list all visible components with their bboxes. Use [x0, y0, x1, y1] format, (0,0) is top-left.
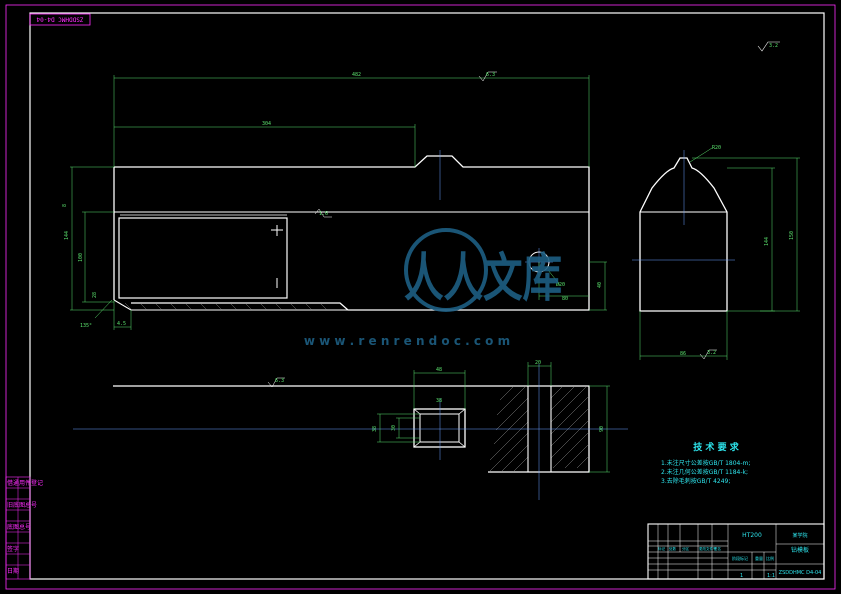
general-roughness-value: 3.2 — [769, 43, 778, 49]
side-table-label-5: 日期 — [7, 567, 19, 575]
side-table-label-3: 底图总号 — [7, 523, 31, 531]
tb-school: 某学院 — [792, 532, 807, 539]
front-view: 482 304 144 100 40 80 Ø20 135° 4.5 28 8 … — [62, 71, 607, 330]
dim-top-slot-h2: 30 — [391, 425, 397, 431]
side-table: 借通用件登记 旧底图总号 底图总号 签字 日期 — [5, 476, 43, 580]
tb-scale-label: 比例 — [766, 555, 774, 561]
tb-sheet: 1 — [740, 573, 743, 579]
dim-side-total: 150 — [789, 231, 795, 240]
side-view: 86 144 150 R20 3.2 — [632, 145, 800, 360]
tb-label-sign: 签名 — [714, 546, 721, 551]
dim-front-inner-h: 100 — [78, 253, 84, 262]
tech-req-item-1: 1.未注尺寸公差按GB/T 1804-m; — [661, 459, 750, 467]
title-block: 标记 处数 分区 更改文件号 签名 HT200 阶段标记 重量 比例 1:1 钻… — [647, 523, 825, 580]
roughness-side: 3.2 — [707, 350, 716, 356]
watermark-logo: 人人文库 — [404, 249, 562, 309]
dim-front-height: 144 — [64, 231, 70, 240]
technical-requirements: 技 术 要 求 1.未注尺寸公差按GB/T 1804-m; 2.未注几何公差按G… — [661, 441, 750, 485]
watermark: 人人文库 w w w . r e n r e n d o c . c o m — [304, 228, 562, 348]
side-table-label-1: 借通用件登记 — [7, 479, 43, 487]
tb-label-mark: 标记 — [658, 546, 666, 551]
dim-front-hole-pos: 80 — [562, 296, 568, 302]
side-table-label-2: 旧底图总号 — [7, 501, 37, 509]
tb-weight-label: 重量 — [755, 555, 763, 561]
tech-req-title: 技 术 要 求 — [693, 441, 739, 453]
side-table-label-4: 签字 — [7, 545, 19, 553]
inner-frame — [29, 12, 825, 580]
drawing-code-text: ZSDDHMC D4-04 — [36, 16, 83, 23]
dim-top-slot-w: 48 — [436, 367, 442, 373]
roughness-top-view: 6.3 — [275, 378, 284, 384]
dim-side-top: R20 — [712, 145, 721, 151]
dim-front-total: 482 — [352, 72, 361, 78]
roughness-front-top: 6.3 — [486, 72, 495, 78]
dim-front-small: 8 — [62, 204, 68, 207]
watermark-url: w w w . r e n r e n d o c . c o m — [304, 334, 510, 348]
dim-top-right: 20 — [535, 360, 541, 366]
dim-side-width: 86 — [680, 351, 686, 357]
drawing-code-box: ZSDDHMC D4-04 — [29, 13, 91, 26]
general-roughness-symbol: 3.2 — [757, 41, 780, 52]
tb-scale: 1:1 — [767, 573, 775, 579]
tb-stage-label: 阶段标记 — [732, 555, 748, 561]
tech-req-item-3: 3.去除毛刺按GB/T 4249; — [661, 477, 730, 485]
dim-front-angle: 135° — [80, 323, 92, 329]
roughness-front-slot: 1.6 — [319, 211, 328, 217]
tb-label-change: 更改文件号 — [699, 546, 717, 551]
tb-label-count: 处数 — [669, 546, 677, 551]
outer-border — [5, 4, 836, 590]
tb-material: HT200 — [742, 532, 762, 539]
tech-req-item-2: 2.未注几何公差按GB/T 1184-k; — [661, 468, 748, 476]
dim-side-height: 144 — [764, 237, 770, 246]
tb-part-name: 钻模板 — [791, 546, 809, 554]
dim-top-slot-h: 38 — [372, 426, 378, 432]
dim-top-height: 90 — [599, 426, 605, 432]
dim-top-slot-inner: 38 — [436, 398, 442, 404]
tb-label-zone: 分区 — [682, 546, 690, 551]
dim-front-partial: 304 — [262, 121, 271, 127]
top-view: 48 38 30 38 90 20 6.3 — [73, 360, 628, 500]
dim-front-hole: Ø20 — [556, 281, 565, 288]
dim-front-left-small: 4.5 — [117, 321, 126, 327]
dim-front-hole-h: 40 — [597, 282, 603, 288]
tb-drawing-no: ZSDDHMC D4-04 — [779, 570, 822, 576]
dim-front-step: 28 — [92, 292, 98, 298]
